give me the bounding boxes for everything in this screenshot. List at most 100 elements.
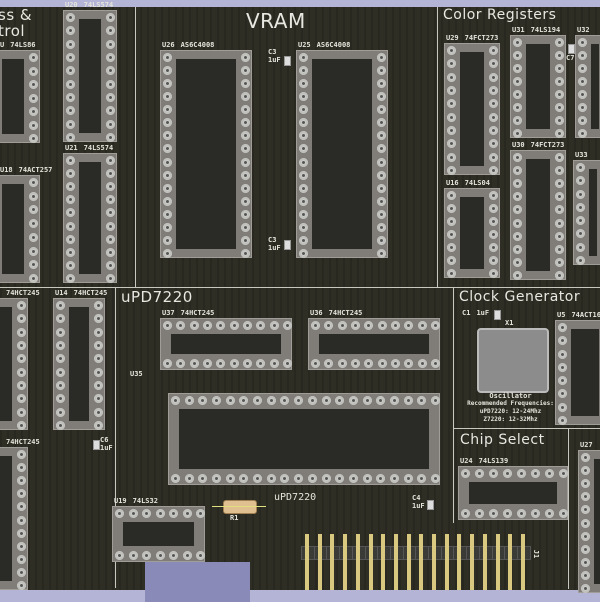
capacitor-value-label: 1uF	[268, 56, 281, 64]
socket-pin	[241, 131, 250, 141]
socket-pin	[555, 244, 564, 254]
socket-pin	[558, 402, 567, 412]
socket-pin	[299, 196, 308, 206]
socket-pin	[321, 474, 331, 483]
socket-pin	[128, 509, 138, 518]
socket-pin	[299, 209, 308, 219]
ic-socket	[0, 447, 28, 590]
socket-pin	[66, 53, 75, 62]
socket-pin	[581, 453, 590, 462]
socket-pin	[163, 249, 172, 258]
capacitor-value-label: 1uF	[100, 444, 113, 452]
socket-pin	[66, 260, 75, 270]
socket-pin	[280, 474, 290, 483]
socket-pin	[489, 126, 498, 135]
socket-pin	[29, 246, 38, 256]
socket-cavity	[179, 409, 429, 469]
socket-pin	[403, 474, 413, 483]
ic-socket	[160, 318, 292, 370]
socket-pin	[212, 396, 222, 405]
capacitor	[93, 440, 100, 450]
socket-pin	[558, 349, 567, 359]
divider	[453, 428, 600, 429]
socket-pin	[447, 204, 456, 213]
header-pin	[317, 534, 322, 590]
socket-pin	[106, 260, 115, 270]
socket-pin	[581, 570, 590, 580]
socket-pin	[29, 260, 38, 270]
socket-pin	[489, 509, 498, 518]
socket-pin	[404, 359, 414, 368]
socket-pin	[299, 144, 308, 154]
oscillator-x1	[477, 328, 549, 393]
socket-pin	[189, 321, 199, 330]
chip-ref-label: U5	[557, 311, 566, 319]
socket-pin	[513, 153, 522, 162]
chip-part-label: 74ACT257	[18, 166, 53, 174]
socket-pin	[576, 216, 585, 226]
socket-pin	[489, 152, 498, 162]
section-title-clock-generator: Clock Generator	[459, 289, 581, 305]
socket-pin	[56, 407, 65, 417]
socket-pin	[299, 235, 308, 245]
socket-pin	[489, 72, 498, 82]
socket-pin	[489, 204, 498, 213]
socket-pin	[555, 218, 564, 228]
socket-pin	[377, 92, 386, 102]
socket-pin	[163, 53, 172, 62]
socket-pin	[189, 359, 199, 368]
socket-pin	[241, 105, 250, 115]
capacitor-ref-label: C6	[100, 436, 109, 444]
divider	[135, 7, 136, 287]
socket-pin	[106, 93, 115, 102]
socket-pin	[56, 327, 65, 337]
socket-pin	[17, 489, 26, 499]
socket-pin	[128, 551, 138, 560]
socket-pin	[29, 205, 38, 215]
ic-socket	[444, 188, 500, 278]
socket-cavity	[176, 59, 236, 249]
header-pin	[355, 534, 360, 590]
socket-pin	[225, 474, 235, 483]
section-title-address-control: ss & trol	[0, 7, 32, 39]
capacitor-ref-label: C7	[566, 54, 575, 62]
socket-pin	[581, 466, 590, 476]
socket-pin	[163, 118, 172, 128]
socket-pin	[184, 396, 194, 405]
socket-pin	[241, 118, 250, 128]
capacitor-value-label: 1uF	[268, 244, 281, 252]
note-line: uPD7220: 12-24Mhz	[479, 408, 542, 415]
socket-pin	[66, 274, 75, 283]
capacitor-ref-label: C3	[268, 48, 277, 56]
socket-pin	[377, 196, 386, 206]
chip-ref-label: U16	[446, 179, 459, 187]
socket-pin	[163, 79, 172, 89]
socket-pin	[229, 321, 239, 330]
socket-pin	[269, 321, 279, 330]
socket-pin	[182, 509, 192, 518]
socket-pin	[513, 103, 522, 112]
socket-pin	[253, 474, 263, 483]
socket-pin	[94, 354, 103, 364]
socket-pin	[163, 183, 172, 193]
socket-pin	[404, 321, 414, 330]
socket-pin	[576, 256, 585, 265]
socket-pin	[335, 396, 345, 405]
chip-ref-label: U20	[65, 1, 78, 9]
socket-pin	[377, 359, 387, 368]
socket-pin	[348, 474, 358, 483]
socket-pin	[377, 235, 386, 245]
header-pin	[343, 534, 348, 590]
socket-pin	[513, 192, 522, 202]
socket-pin	[94, 341, 103, 350]
socket-pin	[106, 66, 115, 76]
chip-part-label: 74LS139	[478, 457, 509, 465]
socket-pin	[163, 235, 172, 245]
chip-ref-label: U36	[310, 309, 323, 317]
socket-pin	[17, 450, 26, 459]
header-pin	[381, 534, 386, 590]
socket-pin	[513, 90, 522, 99]
